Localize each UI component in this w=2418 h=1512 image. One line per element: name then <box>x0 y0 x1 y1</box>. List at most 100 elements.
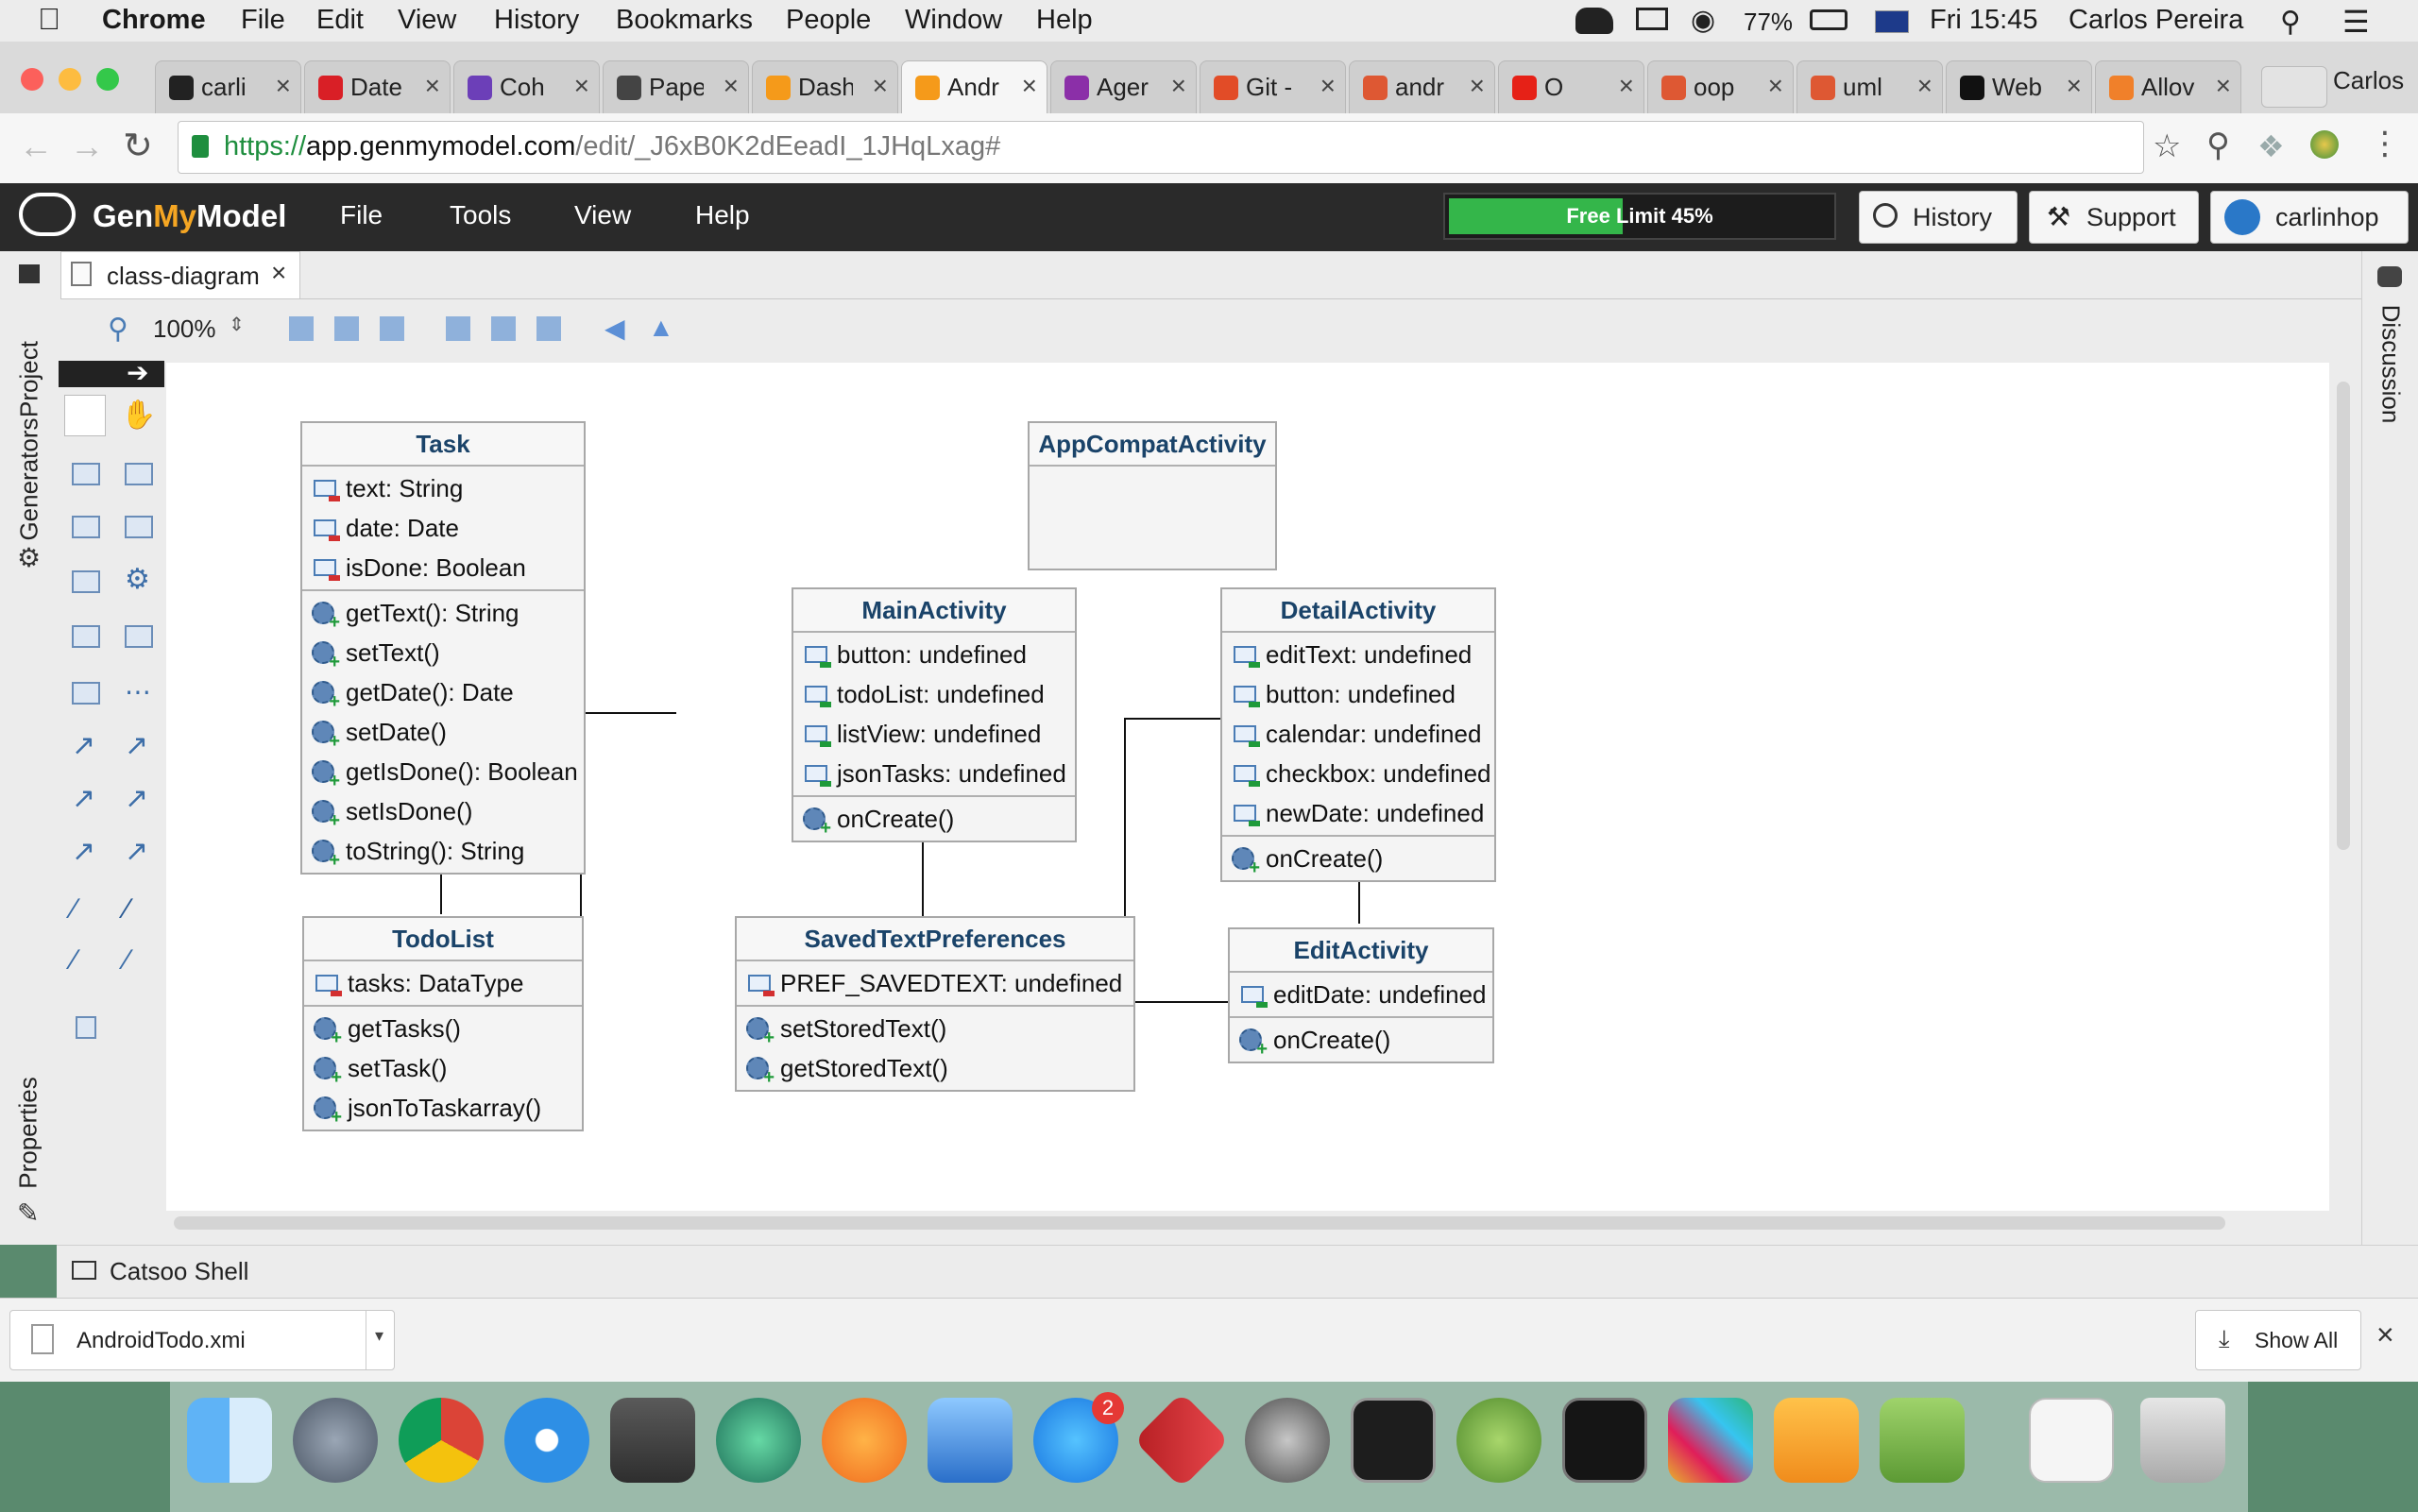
uml-operation[interactable]: +getText(): String <box>302 593 584 633</box>
menu-window[interactable]: Window <box>905 5 1003 35</box>
window-close-button[interactable] <box>21 68 43 91</box>
uml-attribute[interactable]: calendar: undefined <box>1222 714 1494 754</box>
download-dropdown-icon[interactable]: ▾ <box>375 1326 384 1345</box>
discussion-panel-tab[interactable]: Discussion <box>2376 304 2406 424</box>
browser-tab[interactable]: Coh× <box>453 60 600 113</box>
finder-icon[interactable] <box>187 1398 272 1483</box>
browser-tab[interactable]: oop× <box>1647 60 1794 113</box>
close-tab-icon[interactable]: × <box>872 71 888 100</box>
uml-operation[interactable]: +onCreate() <box>793 799 1075 839</box>
uml-operation[interactable]: +onCreate() <box>1222 839 1494 878</box>
editor-tab-class-diagram[interactable]: class-diagram × <box>60 251 300 298</box>
new-tab-button[interactable] <box>2261 66 2327 108</box>
class-savedtext-name[interactable]: SavedTextPreferences <box>737 918 1133 961</box>
menu-history[interactable]: History <box>494 5 580 35</box>
browser-tab[interactable]: Allov× <box>2095 60 2241 113</box>
uml-operation[interactable]: +jsonToTaskarray() <box>304 1088 582 1128</box>
align-left-icon[interactable] <box>446 316 470 341</box>
directed-association-tool-icon[interactable]: ↗ <box>125 730 149 761</box>
browser-tab[interactable]: Andr× <box>901 60 1047 113</box>
menu-app-name[interactable]: Chrome <box>102 5 206 35</box>
uml-attribute[interactable]: button: undefined <box>1222 674 1494 714</box>
class-todolist-name[interactable]: TodoList <box>304 918 582 961</box>
android-emulator-icon[interactable] <box>1880 1398 1965 1483</box>
browser-tab[interactable]: carli× <box>155 60 301 113</box>
comment-link-tool-icon[interactable]: ⋯ <box>125 677 151 706</box>
uml-operation[interactable]: +getTasks() <box>304 1009 582 1048</box>
menu-help[interactable]: Help <box>1036 5 1093 35</box>
app-menu-file[interactable]: File <box>340 200 383 229</box>
app-menu-tools[interactable]: Tools <box>450 200 512 229</box>
class-todolist[interactable]: TodoList tasks: DataType +getTasks()+set… <box>302 916 584 1131</box>
uml-attribute[interactable]: editDate: undefined <box>1230 975 1492 1014</box>
support-button[interactable]: ⚒ Support <box>2029 191 2199 244</box>
close-downloads-icon[interactable]: × <box>2376 1317 2394 1351</box>
class-task-name[interactable]: Task <box>302 423 584 467</box>
uml-operation[interactable]: +setIsDone() <box>302 791 584 831</box>
uml-attribute[interactable]: PREF_SAVEDTEXT: undefined <box>737 963 1133 1003</box>
menu-file[interactable]: File <box>241 5 285 35</box>
app-menu-view[interactable]: View <box>574 200 632 229</box>
class-mainactivity-name[interactable]: MainActivity <box>793 589 1075 633</box>
catsoo-shell-label[interactable]: Catsoo Shell <box>110 1257 249 1285</box>
browser-tab[interactable]: Pape× <box>603 60 749 113</box>
atom-icon[interactable] <box>716 1398 801 1483</box>
window-minimize-button[interactable] <box>59 68 81 91</box>
zoom-stepper-icon[interactable]: ⇕ <box>229 314 245 335</box>
android-studio-icon[interactable] <box>1456 1398 1541 1483</box>
menu-people[interactable]: People <box>786 5 872 35</box>
back-arrow-icon[interactable]: ← <box>19 127 53 165</box>
association-tool-icon[interactable]: ↗ <box>72 730 96 761</box>
browser-tab[interactable]: Dash× <box>752 60 898 113</box>
terminal-icon[interactable] <box>1351 1398 1436 1483</box>
xcode-icon[interactable] <box>928 1398 1013 1483</box>
detail-editactivity-association[interactable] <box>1358 878 1360 924</box>
close-tab-icon[interactable]: × <box>1767 71 1783 100</box>
class-detailactivity-name[interactable]: DetailActivity <box>1222 589 1494 633</box>
align-bottom-icon[interactable] <box>380 316 404 341</box>
savedtext-editactivity-association[interactable] <box>1133 1001 1252 1003</box>
browser-tab[interactable]: Date× <box>304 60 451 113</box>
undo-arrow-icon[interactable]: ◀ <box>604 314 625 343</box>
uml-operation[interactable]: +setText() <box>302 633 584 672</box>
select-tool-pointer-icon[interactable] <box>64 395 106 436</box>
palette-arrow-icon[interactable]: ➔ <box>127 358 149 387</box>
uml-operation[interactable]: +toString(): String <box>302 831 584 871</box>
reload-icon[interactable]: ↻ <box>123 127 153 166</box>
forward-arrow-icon[interactable]: → <box>70 127 104 165</box>
close-tab-icon[interactable]: × <box>1170 71 1186 100</box>
launchpad-icon[interactable] <box>293 1398 378 1483</box>
browser-tab[interactable]: andr× <box>1349 60 1495 113</box>
package-tool-icon[interactable] <box>72 463 100 485</box>
uml-attribute[interactable]: jsonTasks: undefined <box>793 754 1075 793</box>
class-editactivity-name[interactable]: EditActivity <box>1230 929 1492 973</box>
browser-tab[interactable]: Git -× <box>1200 60 1346 113</box>
dropbox-icon[interactable]: ❖ <box>2257 129 2285 163</box>
window-zoom-button[interactable] <box>96 68 119 91</box>
airplay-icon[interactable] <box>1636 8 1668 30</box>
close-tab-icon[interactable]: × <box>271 258 287 287</box>
app-logo-text[interactable]: GenMyModel <box>93 198 286 234</box>
evernote-icon[interactable] <box>1575 8 1613 34</box>
class-savedtextpreferences[interactable]: SavedTextPreferences PREF_SAVEDTEXT: und… <box>735 916 1135 1092</box>
uml-attribute[interactable]: checkbox: undefined <box>1222 754 1494 793</box>
close-tab-icon[interactable]: × <box>1320 71 1336 100</box>
class-appcompatactivity[interactable]: AppCompatActivity <box>1028 421 1277 570</box>
safari-icon[interactable] <box>504 1398 589 1483</box>
uml-attribute[interactable]: text: String <box>302 468 584 508</box>
zoom-magnifier-icon[interactable]: ⚲ <box>2206 127 2230 163</box>
trash-icon[interactable] <box>2140 1398 2225 1483</box>
uml-operation[interactable]: +getStoredText() <box>737 1048 1133 1088</box>
browser-tab[interactable]: Web× <box>1946 60 2092 113</box>
battery-icon[interactable] <box>1810 9 1848 30</box>
close-tab-icon[interactable]: × <box>1916 71 1933 100</box>
dependency-tool-icon[interactable]: ↗ <box>72 783 96 814</box>
uml-attribute[interactable]: tasks: DataType <box>304 963 582 1003</box>
composition-tool-icon[interactable]: ∕ <box>125 893 130 925</box>
close-tab-icon[interactable]: × <box>2066 71 2082 100</box>
uml-operation[interactable]: +getIsDone(): Boolean <box>302 752 584 791</box>
detail-savedtext-top[interactable] <box>1124 718 1237 720</box>
apple-icon[interactable]:  <box>38 2 60 37</box>
chrome-menu-icon[interactable]: ⋮ <box>2369 126 2401 161</box>
